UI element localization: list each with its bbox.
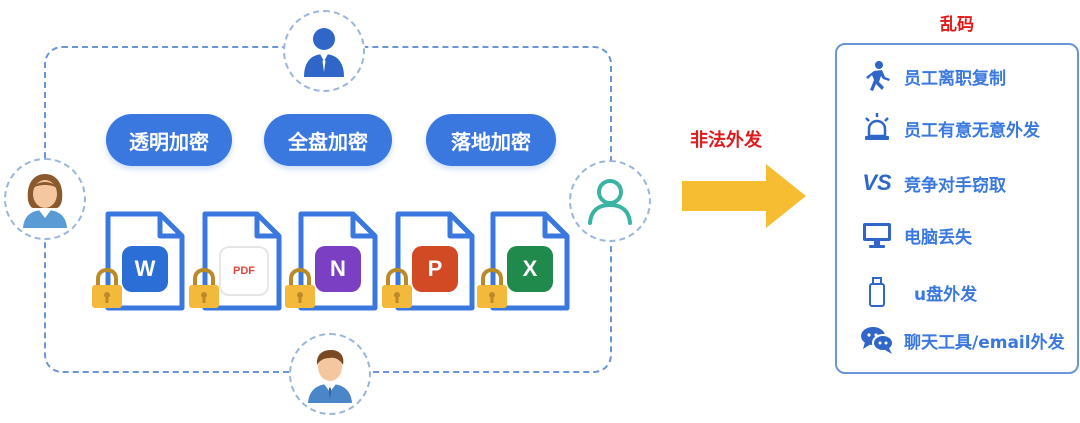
monitor-icon [863, 223, 891, 248]
risk-item: VS 竞争对手窃取 [858, 163, 1006, 203]
powerpoint-app-icon: P [412, 246, 458, 292]
female-employee-avatar [4, 158, 86, 240]
risk-label: 聊天工具/email外发 [904, 332, 1065, 353]
risk-label: 竞争对手窃取 [904, 175, 1006, 196]
app-letter: N [330, 256, 346, 281]
landing-encryption-button[interactable]: 落地加密 [426, 114, 556, 166]
onenote-file: N [285, 210, 387, 314]
chat-bubbles-icon [861, 327, 894, 354]
padlock-icon [475, 267, 509, 314]
risk-panel [835, 43, 1079, 374]
risk-label: 电脑丢失 [904, 227, 972, 248]
padlock-icon [380, 267, 414, 314]
right-arrow-icon [682, 164, 806, 228]
transparent-encryption-button[interactable]: 透明加密 [106, 114, 232, 166]
risk-item: 电脑丢失 [858, 215, 972, 255]
running-person-icon [866, 61, 890, 91]
padlock-icon [283, 267, 317, 314]
usb-drive-icon [869, 277, 885, 307]
risk-label: 员工有意无意外发 [904, 120, 1040, 141]
word-file: W [92, 210, 194, 314]
risk-item: 员工有意无意外发 [858, 108, 1040, 148]
alarm-light-icon [865, 113, 889, 140]
risk-label: 员工离职复制 [904, 68, 1006, 89]
vs-icon: VS [862, 170, 892, 195]
excel-file: X [477, 210, 579, 314]
risk-item: 聊天工具/email外发 [858, 320, 1065, 360]
woman-icon [23, 174, 67, 228]
onenote-app-icon: N [315, 246, 361, 292]
illegal-outbound-label: 非法外发 [690, 130, 762, 151]
risk-label: u盘外发 [914, 284, 978, 305]
manager-avatar [283, 10, 365, 92]
app-letter: W [134, 256, 156, 281]
powerpoint-file: P [382, 210, 484, 314]
businessman-icon [304, 28, 344, 77]
pdf-file: PDF [189, 210, 291, 314]
user-outline-icon [588, 179, 632, 225]
male-employee-avatar [289, 333, 371, 415]
word-app-icon: W [122, 246, 168, 292]
risk-item: 员工离职复制 [858, 56, 1006, 96]
panel-title: 乱码 [940, 15, 974, 35]
full-disk-encryption-button[interactable]: 全盘加密 [264, 114, 392, 166]
padlock-icon [187, 267, 221, 314]
app-letter: X [522, 256, 538, 281]
app-letter: P [427, 256, 443, 281]
padlock-icon [90, 267, 124, 314]
risk-item: u盘外发 [858, 272, 977, 312]
user-outline-avatar [569, 160, 651, 242]
man-icon [308, 350, 352, 403]
pdf-app-icon: PDF [219, 246, 269, 296]
app-letter: PDF [233, 265, 255, 277]
excel-app-icon: X [507, 246, 553, 292]
